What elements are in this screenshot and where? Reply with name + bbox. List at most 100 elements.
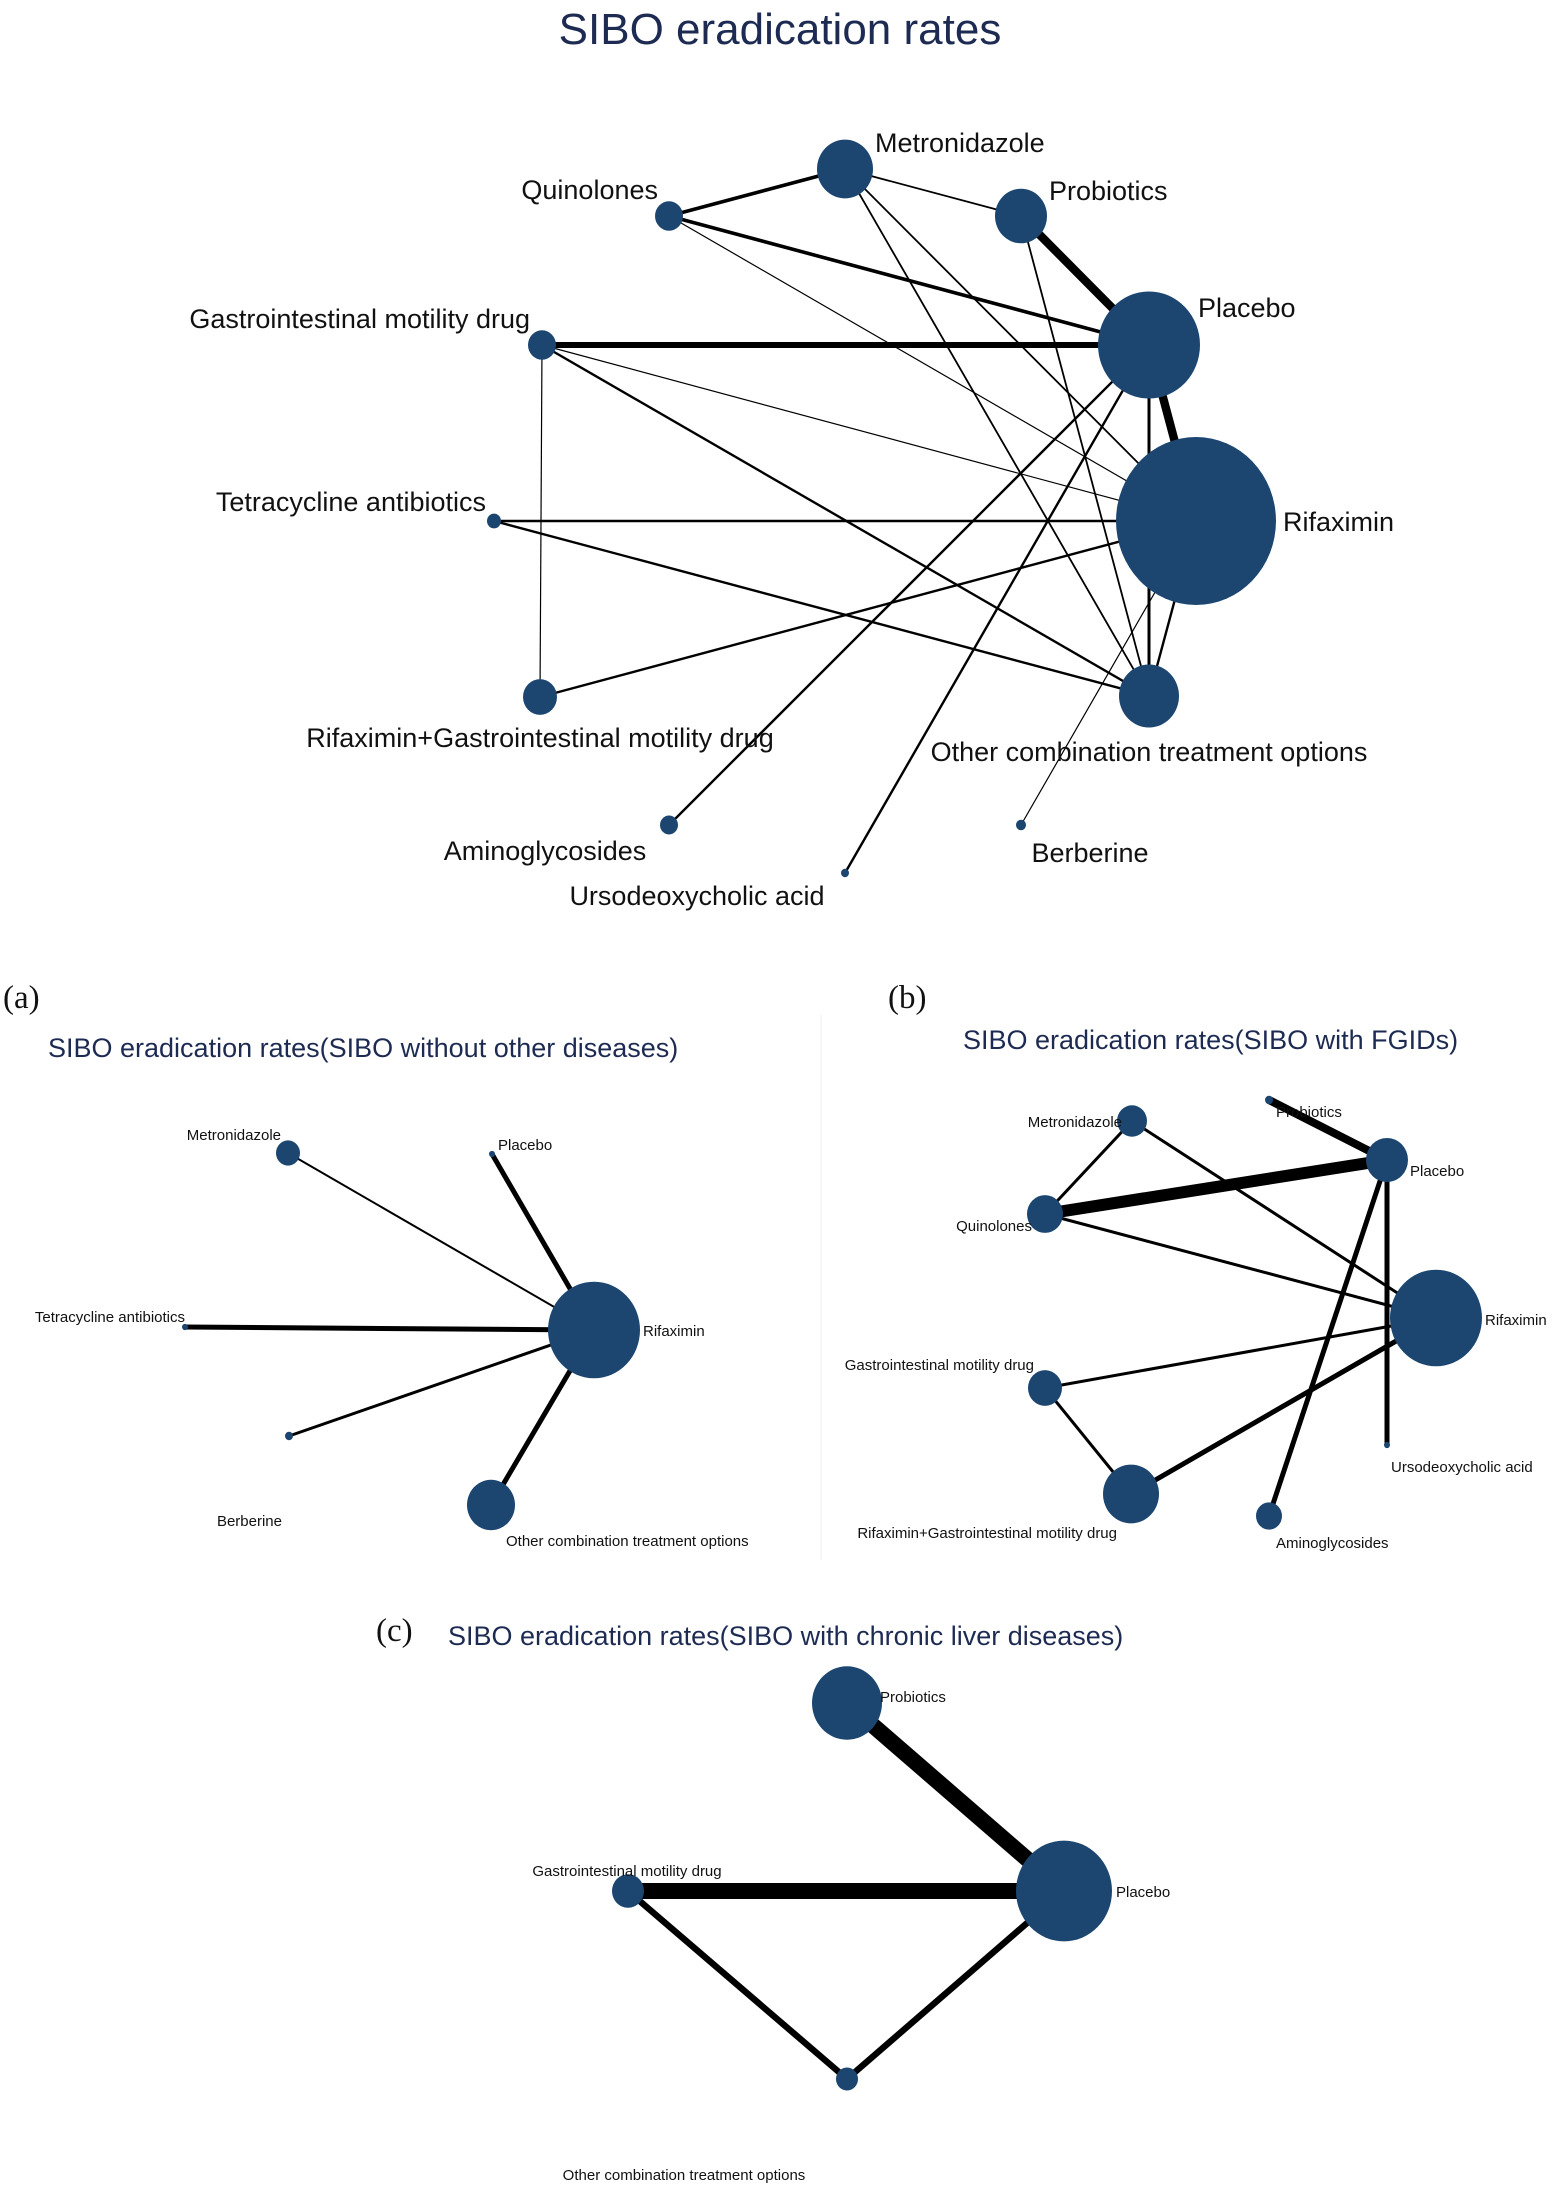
edge-gastrointestinal-motility-drug-to-rifaximin (541, 344, 1197, 522)
node-rifaximin (1116, 437, 1276, 605)
node-label-gastrointestinal-motility-drug: Gastrointestinal motility drug (845, 1357, 1034, 1374)
node-aminoglycosides (1256, 1502, 1282, 1530)
node-rifaximin-gastrointestinal-motility-drug (523, 679, 557, 715)
edge-gastrointestinal-motility-drug-to-other-combination-treatment-options (625, 1888, 850, 2082)
node-label-placebo: Placebo (498, 1137, 552, 1154)
node-quinolones (1027, 1195, 1063, 1233)
node-label-other-combination-treatment-options: Other combination treatment options (931, 737, 1368, 767)
labels-b: ProbioticsMetronidazolePlaceboQuinolones… (845, 1104, 1547, 1552)
node-other-combination-treatment-options (1119, 664, 1179, 728)
network-plot-c: (c) SIBO eradication rates(SIBO with chro… (376, 1613, 1170, 2184)
node-gastrointestinal-motility-drug (1028, 1370, 1062, 1406)
node-probiotics (812, 1666, 882, 1740)
node-label-rifaximin: Rifaximin (643, 1323, 705, 1340)
nodes-main (487, 139, 1276, 878)
node-metronidazole (817, 139, 873, 199)
edge-quinolones-to-rifaximin (668, 215, 1197, 522)
edge-tetracycline-antibiotics-to-rifaximin (184, 1324, 595, 1333)
plot-title-b: SIBO eradication rates(SIBO with FGIDs) (963, 1025, 1458, 1055)
node-label-probiotics: Probiotics (880, 1689, 946, 1706)
edges-main (493, 167, 1201, 874)
node-placebo (489, 1150, 495, 1158)
node-label-rifaximin: Rifaximin (1283, 507, 1394, 537)
node-label-ursodeoxycholic-acid: Ursodeoxycholic acid (1391, 1459, 1533, 1476)
node-metronidazole (276, 1140, 300, 1166)
edge-metronidazole-to-rifaximin (287, 1152, 595, 1331)
panel-label-b: (b) (888, 980, 926, 1016)
node-label-tetracycline-antibiotics: Tetracycline antibiotics (216, 487, 486, 517)
node-label-rifaximin: Rifaximin (1485, 1312, 1547, 1329)
edge-placebo-to-ursodeoxycholic-acid (843, 344, 1151, 874)
edge-berberine-to-rifaximin (288, 1328, 595, 1438)
edge-probiotics-to-placebo (1267, 1096, 1389, 1164)
node-label-metronidazole: Metronidazole (187, 1127, 281, 1144)
node-label-aminoglycosides: Aminoglycosides (1276, 1535, 1389, 1552)
node-label-berberine: Berberine (1031, 838, 1148, 868)
nodes-b (1027, 1095, 1482, 1530)
network-plot-main: SIBO eradication ratesMetronidazoleQuino… (189, 5, 1394, 911)
node-label-probiotics: Probiotics (1049, 176, 1168, 206)
node-gastrointestinal-motility-drug (612, 1874, 644, 1908)
nodes-c (612, 1666, 1112, 2091)
node-label-aminoglycosides: Aminoglycosides (444, 836, 647, 866)
node-placebo (1366, 1137, 1408, 1183)
node-quinolones (655, 201, 683, 231)
node-label-probiotics: Probiotics (1276, 1104, 1342, 1121)
node-label-gastrointestinal-motility-drug: Gastrointestinal motility drug (189, 304, 530, 334)
edge-metronidazole-to-probiotics (844, 168, 1022, 217)
node-label-other-combination-treatment-options: Other combination treatment options (506, 1533, 749, 1550)
edge-metronidazole-to-quinolones (1043, 1119, 1134, 1216)
node-rifaximin-gastrointestinal-motility-drug (1103, 1464, 1159, 1524)
edge-placebo-to-aminoglycosides (1266, 1159, 1390, 1517)
network-plot-b: (b) SIBO eradication rates(SIBO with FGID… (845, 980, 1547, 1552)
network-plot-a: (a) SIBO eradication rates(SIBO without o… (3, 980, 749, 1550)
plot-title-c: SIBO eradication rates(SIBO with chronic… (448, 1621, 1123, 1651)
node-label-rifaximin-gastrointestinal-motility-drug: Rifaximin+Gastrointestinal motility drug (857, 1525, 1117, 1542)
node-label-ursodeoxycholic-acid: Ursodeoxycholic acid (569, 881, 824, 911)
node-label-quinolones: Quinolones (956, 1218, 1032, 1235)
node-label-gastrointestinal-motility-drug: Gastrointestinal motility drug (532, 1863, 721, 1880)
edge-rifaximin-gastrointestinal-motility-drug-to-rifaximin (539, 519, 1197, 699)
plot-title-main: SIBO eradication rates (559, 5, 1002, 54)
node-ursodeoxycholic-acid (841, 868, 849, 878)
plot-title-a: SIBO eradication rates(SIBO without othe… (48, 1033, 678, 1063)
edge-quinolones-to-rifaximin (1044, 1212, 1437, 1320)
node-other-combination-treatment-options (836, 2067, 858, 2091)
edge-tetracycline-antibiotics-to-other-combination-treatment-options (493, 519, 1150, 698)
node-aminoglycosides (660, 815, 678, 835)
node-label-metronidazole: Metronidazole (1028, 1114, 1122, 1131)
node-label-other-combination-treatment-options: Other combination treatment options (563, 2167, 806, 2184)
edges-b (1043, 1096, 1438, 1517)
node-label-placebo: Placebo (1198, 293, 1296, 323)
node-placebo (1016, 1840, 1112, 1942)
edge-placebo-to-aminoglycosides (668, 344, 1150, 826)
node-metronidazole (1117, 1105, 1147, 1137)
node-berberine (1016, 819, 1026, 831)
edge-quinolones-to-placebo (1044, 1154, 1388, 1220)
node-probiotics (1265, 1095, 1273, 1105)
edge-gastrointestinal-motility-drug-to-rifaximin (1044, 1316, 1437, 1390)
edges-a (184, 1152, 597, 1507)
node-label-rifaximin-gastrointestinal-motility-drug: Rifaximin+Gastrointestinal motility drug (306, 723, 773, 753)
node-label-tetracycline-antibiotics: Tetracycline antibiotics (35, 1309, 185, 1326)
node-probiotics (995, 188, 1047, 244)
node-ursodeoxycholic-acid (1384, 1441, 1390, 1449)
node-label-berberine: Berberine (217, 1513, 282, 1530)
node-gastrointestinal-motility-drug (528, 330, 556, 360)
node-berberine (285, 1431, 293, 1441)
node-placebo (1098, 291, 1200, 399)
node-rifaximin (1390, 1269, 1482, 1367)
edges-c (625, 1696, 1070, 2082)
edge-quinolones-to-metronidazole (668, 167, 846, 218)
edge-metronidazole-to-other-combination-treatment-options (844, 168, 1150, 697)
node-rifaximin (548, 1281, 640, 1379)
node-other-combination-treatment-options (467, 1479, 515, 1531)
panel-label-a: (a) (3, 980, 40, 1016)
panel-label-c: (c) (376, 1613, 413, 1649)
node-label-metronidazole: Metronidazole (875, 128, 1045, 158)
node-tetracycline-antibiotics (182, 1323, 188, 1331)
